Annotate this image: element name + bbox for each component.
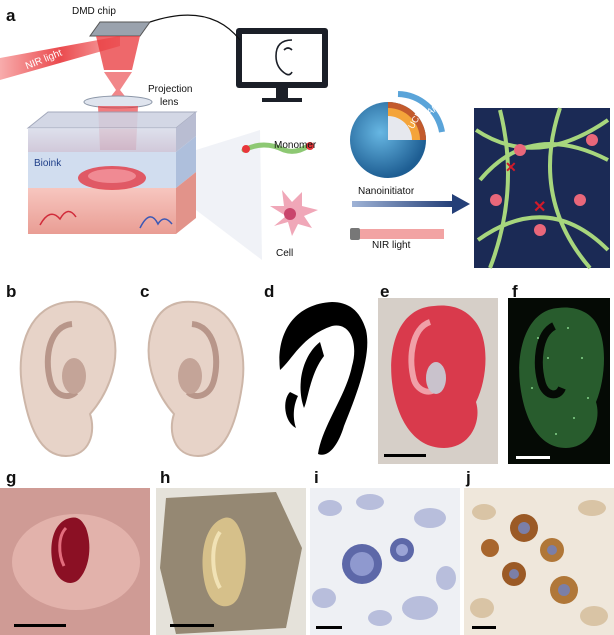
panel-b-ear-left: [19, 300, 117, 458]
vat-front: [28, 128, 176, 152]
panel-d-ear-mask: [279, 302, 368, 455]
label-lens: lens: [160, 97, 179, 108]
svg-text:✕: ✕: [533, 199, 546, 216]
label-nir-light-2: NIR light: [372, 240, 411, 251]
svg-text:✕: ✕: [505, 159, 517, 175]
panel-a: a: [0, 0, 614, 276]
panel-e-label: e: [380, 282, 390, 301]
projection-beam: [96, 36, 140, 70]
label-projection: Projection: [148, 84, 193, 95]
panel-c-ear-right: [147, 300, 245, 458]
hydrogel-network: ✕ ✕: [474, 107, 610, 270]
panel-h-implant: [156, 488, 306, 635]
panel-i-histology: [310, 488, 460, 635]
vat-top: [26, 111, 198, 129]
scale-bar-f: [516, 456, 550, 459]
tissue-block: [28, 188, 176, 234]
panel-j-immunostain: [464, 488, 614, 635]
panel-i-label: i: [314, 468, 319, 487]
monomer: [241, 142, 311, 154]
label-cell: Cell: [276, 248, 294, 259]
panel-d-label: d: [264, 282, 275, 301]
dmd-chip: [89, 21, 151, 37]
panel-c-label: c: [140, 282, 150, 301]
nir-source-beam: [360, 229, 444, 239]
panel-f-label: f: [512, 282, 518, 301]
panel-g-label: g: [6, 468, 17, 487]
scale-bar-i: [316, 626, 342, 629]
panel-a-illustration: ✕ ✕: [0, 14, 610, 270]
scale-bar-g: [14, 624, 66, 627]
panel-j-label: j: [466, 468, 471, 487]
zoom-cone: [196, 130, 262, 260]
label-bioink: Bioink: [34, 158, 62, 169]
label-dmd-chip: DMD chip: [72, 6, 116, 17]
cell: [270, 190, 318, 236]
scale-bar-e: [384, 454, 426, 457]
panel-f-fluorescence: [508, 298, 610, 464]
nir-beam: [0, 36, 120, 80]
panel-h-label: h: [160, 468, 171, 487]
panel-e-printed-ear: [378, 298, 498, 464]
scale-bar-h: [170, 624, 214, 627]
panel-b-label: b: [6, 282, 17, 301]
label-nanoinitiator: Nanoinitiator: [358, 186, 415, 197]
reaction-arrow: [352, 201, 452, 207]
panel-a-label: a: [6, 6, 16, 25]
panel-g-implant: [0, 488, 150, 635]
scale-bar-j: [472, 626, 496, 629]
label-monomer: Monomer: [274, 140, 317, 151]
